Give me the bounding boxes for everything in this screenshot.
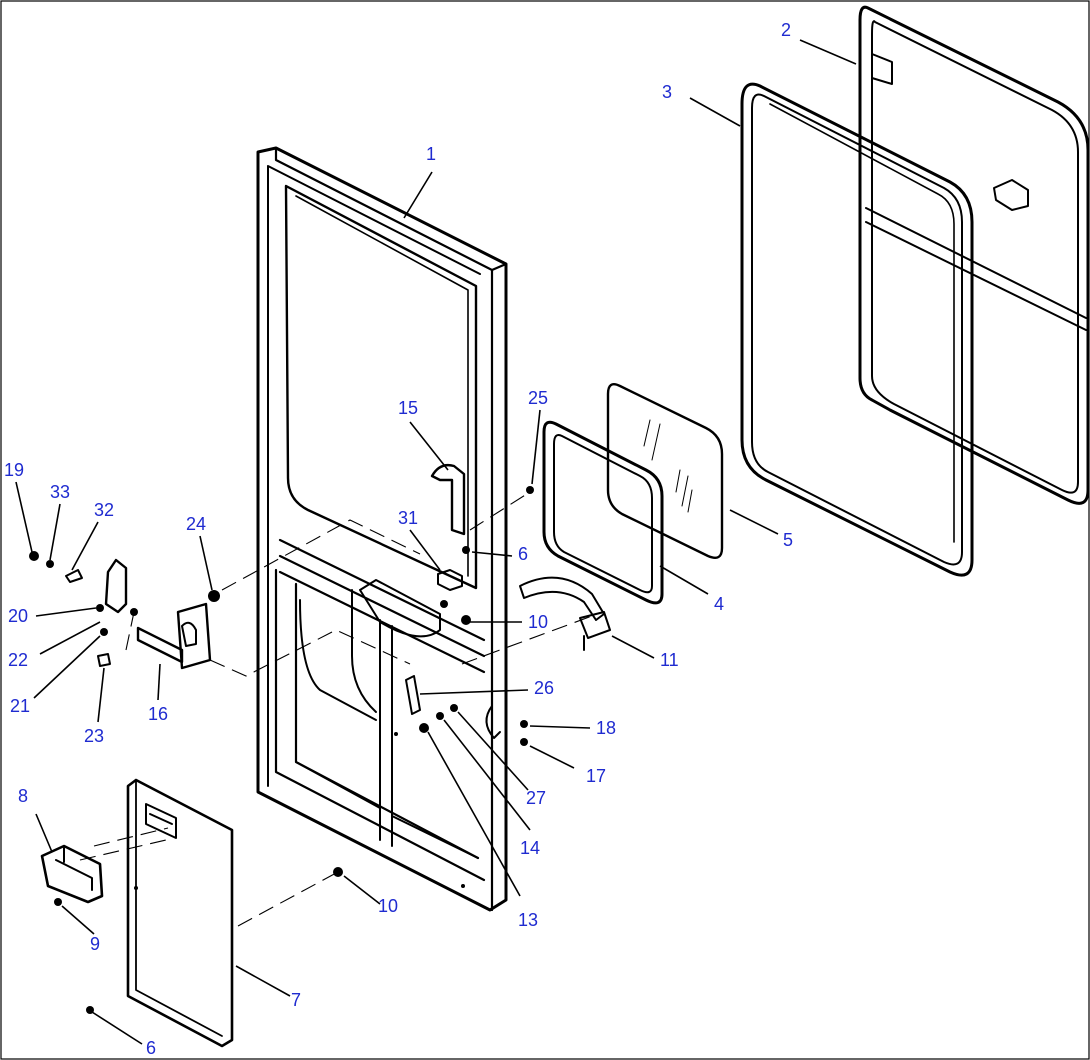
callout-33: 33 [50,482,70,502]
left-hardware-cluster [29,551,138,667]
callout-27: 27 [526,788,546,808]
assembly-lines [79,491,593,927]
part-1-door-frame [256,146,508,912]
callout-1: 1 [426,144,436,164]
part-5-glass [606,383,724,559]
callout-4: 4 [714,594,724,614]
callout-5: 5 [783,530,793,550]
callout-16: 16 [148,704,168,724]
part-15-inner-handle [430,463,466,536]
part-2-outer-sash [858,5,1090,505]
small-hardware [208,486,534,877]
part-7-lower-panel [126,778,234,1048]
callout-22: 22 [8,650,28,670]
callout-15: 15 [398,398,418,418]
leader-lines [15,39,857,1045]
callout-19: 19 [4,460,24,480]
callout-8: 8 [18,786,28,806]
callout-2: 2 [781,20,791,40]
callout-21: 21 [10,696,30,716]
part-8-outer-handle [40,844,104,904]
part-31-plate [437,569,463,591]
part-3-weatherstrip [740,82,974,577]
callout-26: 26 [534,678,554,698]
callout-10-upper: 10 [528,612,548,632]
callout-10-lower: 10 [378,896,398,916]
callout-23: 23 [84,726,104,746]
callout-25: 25 [528,388,548,408]
callout-7: 7 [291,990,301,1010]
callout-13: 13 [518,910,538,930]
part-9-screw [54,898,62,906]
part-26-pin [405,675,421,715]
callout-9: 9 [90,934,100,954]
callout-24: 24 [186,514,206,534]
part-4-window-seal [542,420,664,605]
part-27-spring [485,705,501,739]
callout-11: 11 [660,650,679,670]
callout-32: 32 [94,500,114,520]
callout-3: 3 [662,82,672,102]
callout-6-upper: 6 [518,544,528,564]
callout-labels: 1 2 3 4 5 6 6 7 8 9 10 10 11 13 14 15 16… [4,20,793,1058]
callout-31: 31 [398,508,418,528]
part-16-latch [136,602,212,670]
callout-18: 18 [596,718,616,738]
callout-6-lower: 6 [146,1038,156,1058]
callout-14: 14 [520,838,540,858]
part-11-handle-arm [519,576,611,651]
callout-20: 20 [8,606,28,626]
callout-17: 17 [586,766,606,786]
